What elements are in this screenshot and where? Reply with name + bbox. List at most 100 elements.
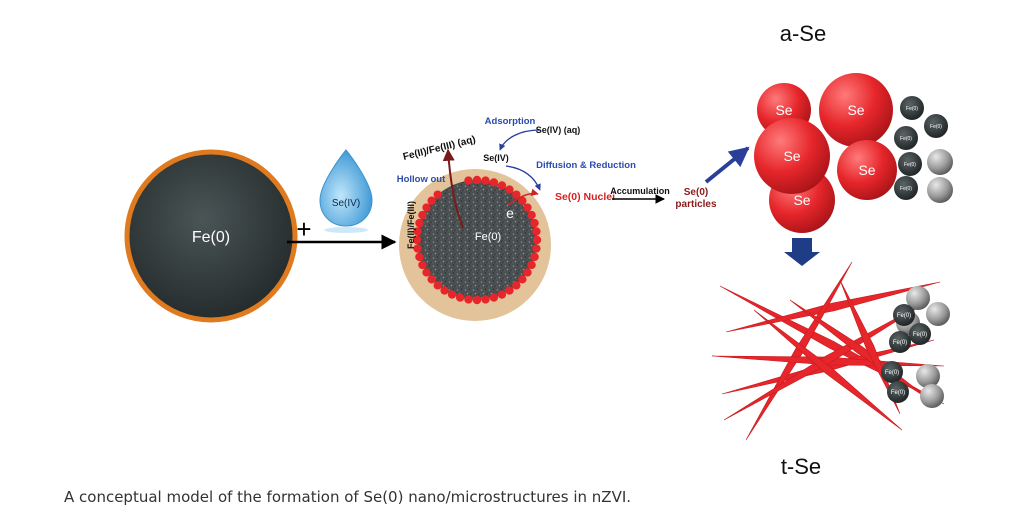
a-se-iron-particle bbox=[894, 126, 918, 150]
se-nucleus-dot bbox=[422, 203, 431, 212]
diffusion-label: Diffusion & Reduction bbox=[536, 160, 636, 171]
a-se-iron-label: Fe(0) bbox=[900, 186, 912, 192]
t-se-grey-particle bbox=[916, 364, 940, 388]
t-se-iron-particle bbox=[909, 323, 931, 345]
a-se-sphere-label: Se bbox=[793, 192, 810, 208]
iron-particle-initial: Fe(0) bbox=[124, 149, 298, 323]
a-se-sphere bbox=[837, 140, 897, 200]
se-nucleus-dot bbox=[464, 295, 473, 304]
se-nucleus-dot bbox=[527, 210, 536, 220]
se-nucleus-dot bbox=[512, 190, 521, 199]
a-se-iron-particles: Fe(0) Fe(0) Fe(0) Fe(0) Fe(0) bbox=[894, 96, 953, 203]
se-nucleus-dot bbox=[455, 293, 465, 302]
se-nucleus-dot bbox=[413, 227, 422, 236]
t-se-iron-particle bbox=[881, 361, 903, 383]
a-se-iron-label: Fe(0) bbox=[906, 106, 918, 112]
se-aq-label: Se(IV) (aq) bbox=[536, 125, 581, 135]
t-se-needle bbox=[725, 281, 941, 333]
iron-core-textured bbox=[417, 180, 537, 300]
se-nucleus-dot bbox=[497, 181, 507, 190]
se-nucleus-dot bbox=[464, 176, 473, 185]
se-nucleus-dot bbox=[523, 268, 532, 277]
se-nucleus-dot bbox=[472, 295, 482, 305]
se-nucleus-dot bbox=[412, 235, 422, 245]
reagent-step: + Se(IV) bbox=[287, 149, 397, 250]
t-se-needle bbox=[753, 309, 903, 431]
se-nucleus-dot bbox=[433, 190, 442, 199]
se-nucleus-dot bbox=[489, 178, 499, 187]
t-se-cluster: Fe(0) Fe(0) Fe(0) Fe(0) Fe(0) t-Se bbox=[711, 261, 950, 479]
se-nucleus-dot bbox=[415, 252, 424, 262]
t-se-iron-label: Fe(0) bbox=[893, 340, 907, 346]
t-se-grey-particle bbox=[906, 286, 930, 310]
se-surface-label: Se(IV) bbox=[483, 153, 509, 163]
hollow-label: Hollow out bbox=[397, 174, 446, 185]
se-nucleus-dot bbox=[505, 185, 514, 194]
t-se-iron-label: Fe(0) bbox=[885, 370, 899, 376]
accumulation-label: Accumulation bbox=[610, 186, 670, 196]
adsorption-label: Adsorption bbox=[485, 116, 536, 127]
se-nucleus-dot bbox=[472, 175, 482, 185]
to-a-se-arrow bbox=[704, 146, 750, 184]
t-se-iron-particle bbox=[893, 304, 915, 326]
t-se-needle bbox=[745, 261, 853, 441]
plus-sign: + bbox=[296, 214, 311, 244]
se-nucleus-dot bbox=[427, 196, 436, 205]
t-se-iron-label: Fe(0) bbox=[891, 390, 905, 396]
figure-caption: A conceptual model of the formation of S… bbox=[64, 488, 632, 506]
a-se-iron-particle bbox=[924, 114, 948, 138]
diffusion-arrow bbox=[505, 165, 541, 191]
t-se-grey-particle bbox=[926, 302, 950, 326]
a-se-iron-label: Fe(0) bbox=[904, 162, 916, 168]
t-se-title: t-Se bbox=[781, 454, 821, 479]
t-se-iron-label: Fe(0) bbox=[913, 332, 927, 338]
se-nucleus-dot bbox=[447, 290, 457, 299]
se-nucleus-dot bbox=[532, 244, 541, 253]
a-se-iron-label: Fe(0) bbox=[900, 136, 912, 142]
fe-side-label: Fe(II)/Fe(III) bbox=[406, 201, 416, 249]
a-se-sphere-label: Se bbox=[775, 102, 792, 118]
a-se-sphere-label: Se bbox=[783, 148, 800, 164]
a-se-sphere-label: Se bbox=[847, 102, 864, 118]
se-nucleus-dot bbox=[530, 252, 539, 262]
se-nucleus-dot bbox=[415, 218, 424, 228]
se-nucleus-dot bbox=[532, 235, 542, 245]
a-se-grey-particle bbox=[927, 149, 953, 175]
iron-label-initial: Fe(0) bbox=[192, 229, 230, 246]
se-nucleus-dot bbox=[523, 203, 532, 212]
a-se-iron-particle bbox=[894, 176, 918, 200]
se-nucleus-dot bbox=[512, 281, 521, 290]
droplet-label: Se(IV) bbox=[332, 198, 360, 209]
a-se-iron-particle bbox=[900, 96, 924, 120]
electron-label: e bbox=[506, 205, 514, 221]
t-se-iron-particle bbox=[887, 381, 909, 403]
se-nucleus-dot bbox=[489, 293, 499, 302]
a-se-iron-label: Fe(0) bbox=[930, 124, 942, 130]
se-nucleus-dot bbox=[422, 268, 431, 277]
t-se-iron-particles: Fe(0) Fe(0) Fe(0) Fe(0) Fe(0) bbox=[881, 286, 950, 408]
se-nucleus-dot bbox=[518, 196, 527, 205]
se-nucleus-dot bbox=[527, 260, 536, 270]
se-nucleus-dot bbox=[530, 218, 539, 228]
se-nucleus-dot bbox=[427, 275, 436, 284]
t-se-needle bbox=[839, 279, 901, 415]
t-se-iron-label: Fe(0) bbox=[897, 313, 911, 319]
se-particles-label-1: Se(0) bbox=[684, 187, 708, 198]
t-se-needle bbox=[723, 299, 931, 421]
t-se-needles bbox=[711, 261, 945, 441]
t-se-grey-particle bbox=[920, 384, 944, 408]
se-nucleus-dot bbox=[481, 176, 490, 185]
se-nucleus-dot bbox=[497, 290, 507, 299]
se-nucleus-dot bbox=[433, 281, 442, 290]
iron-particle-reacting: Fe(0) e Fe(II)/Fe(III) (aq) Fe(II)/Fe(II… bbox=[397, 116, 636, 321]
se-nuclei-dots bbox=[412, 175, 542, 305]
se-nucleus-dot bbox=[440, 286, 449, 295]
se-nucleus-dot bbox=[505, 286, 514, 295]
electron-arrow bbox=[507, 188, 539, 206]
nuclei-label: Se(0) Nuclei bbox=[555, 191, 615, 203]
t-se-iron-particle bbox=[889, 331, 911, 353]
a-se-sphere bbox=[754, 118, 830, 194]
